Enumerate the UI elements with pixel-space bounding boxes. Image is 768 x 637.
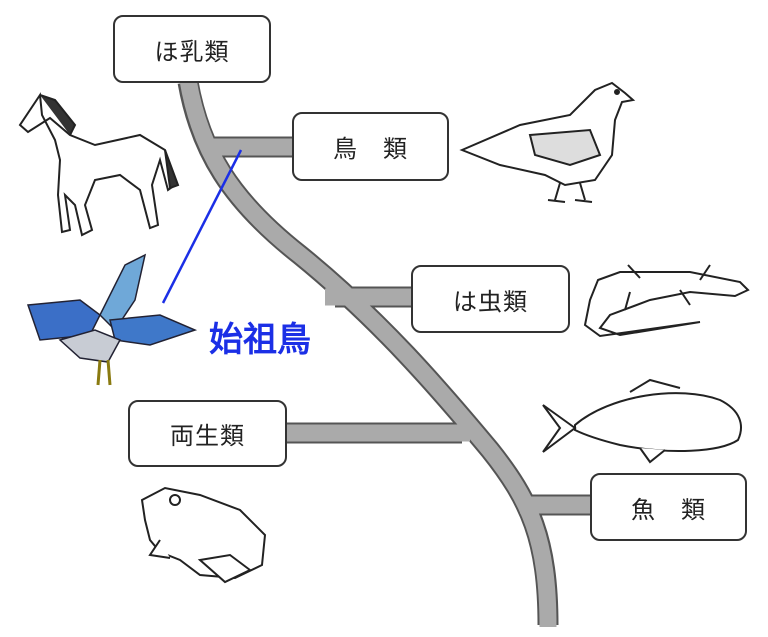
reptiles-label: は虫類: [453, 287, 528, 316]
frog-illustration: [140, 486, 267, 584]
birds-label: 鳥 類: [333, 135, 408, 163]
archaeopteryx-label: 始祖鳥: [209, 320, 311, 360]
carp-illustration: [542, 378, 742, 464]
archaeopteryx-pointer-line: [161, 149, 243, 304]
horse-illustration: [18, 92, 180, 237]
fish-label: 魚 類: [631, 495, 706, 524]
fish-label-box: 魚 類: [590, 473, 747, 541]
mammals-label-box: ほ乳類: [113, 15, 271, 83]
archaeopteryx-illustration: [26, 253, 198, 386]
lizard-illustration: [583, 264, 750, 338]
pigeon-illustration: [459, 81, 636, 203]
mammals-label: ほ乳類: [154, 37, 230, 66]
birds-label-box: 鳥 類: [292, 112, 449, 181]
tree-branches: [177, 78, 594, 628]
amphibians-label: 両生類: [170, 422, 245, 450]
amphibians-label-box: 両生類: [128, 400, 287, 467]
reptiles-label-box: は虫類: [411, 265, 570, 333]
